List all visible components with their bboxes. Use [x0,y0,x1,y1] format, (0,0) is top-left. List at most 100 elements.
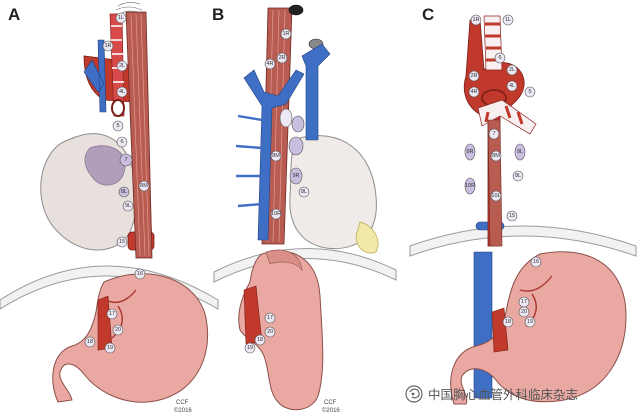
watermark: 中国胸心血管外科临床杂志 [405,385,578,403]
node-label: 6 [498,55,501,61]
node-label: 19 [247,345,253,351]
node-label: 5 [116,123,119,129]
node-19 [104,342,116,354]
node-1r [280,28,292,40]
node-9r [464,143,476,161]
panel-c: C 1R 1L 2R 2L [409,5,637,405]
node-label: 18 [505,319,511,325]
node-label: 18 [257,337,263,343]
node-label: 6 [120,139,123,145]
node-label: 4L [509,83,515,89]
node-label: 9R [466,149,473,155]
node-4l [506,80,518,92]
left-atrium [84,145,126,186]
vena-cava [83,39,107,113]
node-15 [116,236,128,248]
node-4r [468,86,480,98]
node-9l [122,200,134,212]
azygos-vein [243,69,305,241]
node-label: 4L [119,89,125,95]
node-18 [254,334,266,346]
intercostal-veins [235,114,263,208]
node-label: 7 [124,157,127,163]
node-4r [264,58,276,70]
pericardial-fat [355,221,379,254]
esophagus-muscle-lines [130,13,150,257]
node-label: 17 [267,315,273,321]
wechat-swirl-icon [405,385,423,403]
node-label: 4R [470,89,477,95]
node-7 [488,128,500,140]
node-cluster-3 [288,136,304,156]
node-label: 19 [107,345,113,351]
node-19 [524,316,536,328]
node-2l [116,60,128,72]
bronchi [477,99,537,135]
node-19 [244,342,256,354]
node-label: 9R [292,173,299,179]
node-18 [502,316,514,328]
heart [289,135,377,250]
node-cluster-1 [279,108,293,128]
node-17 [264,312,276,324]
node-label: 2R [278,55,285,61]
node-18 [84,336,96,348]
node-2r [468,70,480,82]
node-5 [524,86,536,98]
node-10r [270,208,282,220]
credit-line-1: CCF [176,400,189,406]
panel-b: B 1R 2R 4R [212,4,397,414]
stomach [52,273,209,403]
node-label: 10R [465,183,475,189]
node-label: 9L [125,203,131,209]
node-1l [502,14,514,26]
node-16 [530,256,542,268]
watermark-text: 中国胸心血管外科临床杂志 [428,387,578,402]
node-6 [116,136,128,148]
node-1r [102,40,114,52]
node-label: 8M [492,153,500,159]
credit-line-2: ©2016 [174,407,192,414]
node-2l [506,64,518,76]
node-label: 20 [115,327,121,333]
node-8m [490,150,502,162]
node-label: 17 [109,311,115,317]
panel-letter-a: A [8,5,20,24]
vein-segment [473,251,493,399]
node-20 [518,306,530,318]
node-8l [512,170,524,182]
node-7 [119,153,133,167]
node-label: 16 [533,259,539,265]
node-label: 10L [491,193,500,199]
node-label: 1R [472,17,479,23]
credit-line-2: ©2016 [322,407,340,414]
node-label: 2R [470,73,477,79]
node-label: 1L [118,15,124,21]
node-9r [289,167,303,185]
node-20 [264,326,276,338]
node-5 [112,120,124,132]
node-label: 1L [505,17,511,23]
node-20 [112,324,124,336]
node-label: 20 [521,309,527,315]
vena-cava [301,43,331,141]
node-15 [506,210,518,222]
node-8l [298,186,310,198]
node-label: 1R [282,31,289,37]
node-4l [116,86,128,98]
node-label: 7 [492,131,495,137]
node-label: 9L [517,149,523,155]
node-label: 2L [509,67,515,73]
panel-a: A 1L [0,2,219,414]
node-6 [494,52,506,64]
panel-letter-b: B [212,5,224,24]
node-label: 8L [515,173,521,179]
node-17 [106,308,118,320]
node-label: 8M [140,183,148,189]
node-8l [118,186,130,198]
node-label: 18 [87,339,93,345]
node-2r [276,52,288,64]
trachea-cut-end [288,4,304,16]
node-label: 4R [266,61,273,67]
